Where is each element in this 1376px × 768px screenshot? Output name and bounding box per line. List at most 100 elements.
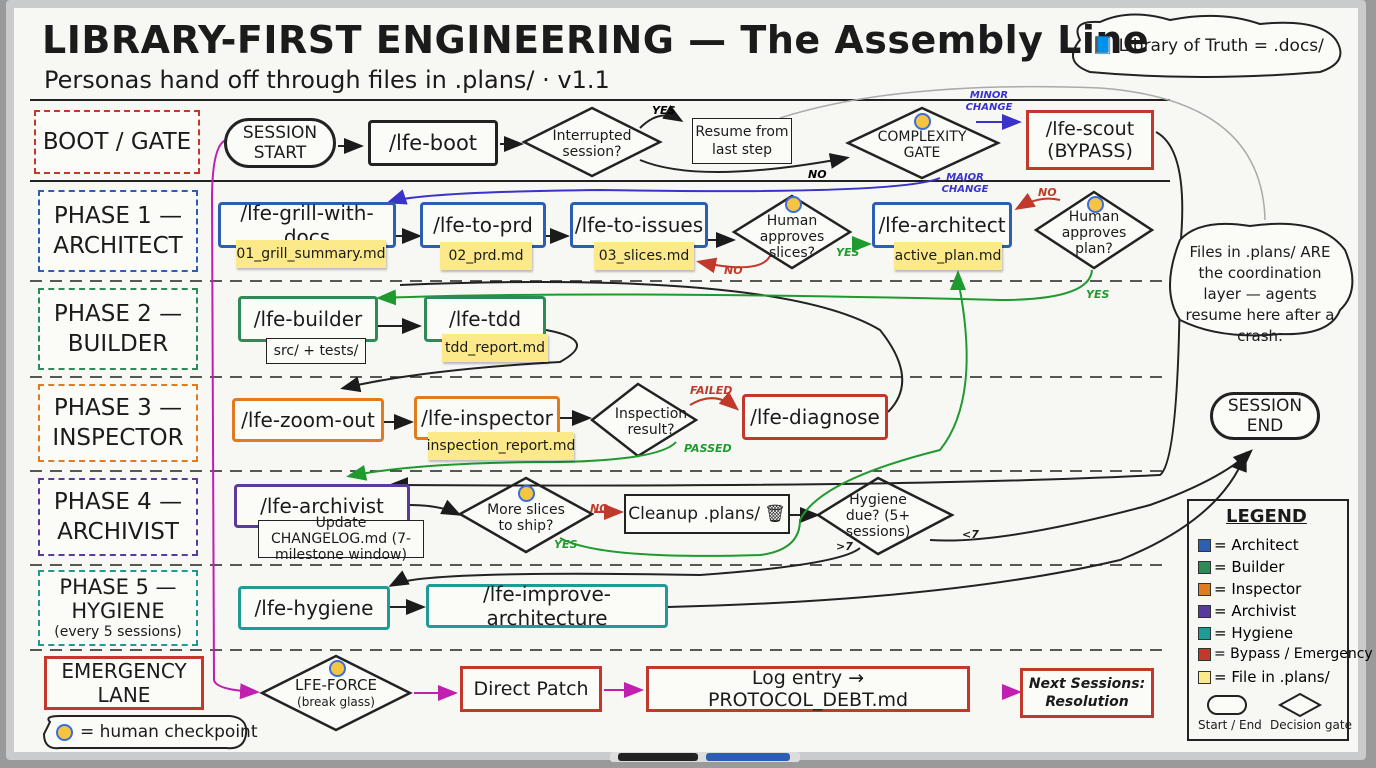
approves-slices-label: Human approves slices?: [759, 213, 825, 261]
lane-phase-5-label: PHASE 5 — HYGIENE: [59, 575, 177, 623]
prd-note: 02_prd.md: [440, 242, 532, 270]
lfe-hygiene-node: /lfe-hygiene: [238, 586, 390, 630]
lane-boot-gate: BOOT / GATE: [34, 110, 200, 174]
library-cloud: 📘 Library of Truth = .docs/: [1092, 36, 1324, 56]
lane-phase-3: PHASE 3 — INSPECTOR: [38, 384, 198, 462]
interrupted-label: Interrupted session?: [552, 128, 632, 160]
lfe-force-label: LFE-FORCE (break glass): [280, 676, 392, 712]
files-note-text: Files in .plans/ ARE the coordination la…: [1185, 243, 1335, 345]
resume-node: Resume from last step: [692, 118, 792, 164]
legend-swatch: [1198, 670, 1211, 684]
human-checkpoint-icon: [329, 660, 346, 677]
lane-phase-4: PHASE 4 — ARCHIVIST: [38, 478, 198, 556]
legend-item-bypass: = Bypass / Emergency: [1198, 646, 1373, 662]
session-end-node: SESSION END: [1210, 392, 1320, 440]
lfe-improve-architecture-node: /lfe-improve-architecture: [426, 582, 668, 630]
builder-output-label: src/ + tests/: [266, 338, 366, 364]
yes-label-slices: YES: [836, 246, 860, 259]
lfe-architect-node: /lfe-architect: [872, 202, 1012, 248]
yes-label-resume: YES: [652, 104, 676, 117]
lfe-boot-node: /lfe-boot: [368, 120, 498, 166]
lane-phase-1: PHASE 1 — ARCHITECT: [38, 190, 198, 272]
no-label-plan: NO: [1038, 186, 1057, 199]
active-plan-note: active_plan.md: [894, 242, 1002, 270]
legend-item-inspector: = Inspector: [1198, 580, 1301, 598]
more-slices-diamond: [457, 476, 595, 554]
lfe-zoom-out-node: /lfe-zoom-out: [232, 398, 384, 442]
human-checkpoint-icon: [1087, 196, 1104, 213]
library-cloud-shape: [1071, 13, 1342, 78]
failed-label: FAILED: [690, 384, 733, 397]
hygiene-due-diamond: [815, 476, 955, 556]
board-subtitle: Personas hand off through files in .plan…: [44, 66, 610, 94]
legend-label: = File in .plans/: [1214, 668, 1330, 686]
legend-label: = Inspector: [1214, 580, 1302, 598]
files-note-cloud: [1169, 222, 1354, 337]
tdd-report-note: tdd_report.md: [442, 334, 548, 362]
board-title: LIBRARY-FIRST ENGINEERING — The Assembly…: [42, 18, 1150, 62]
gt7-label: >7: [836, 540, 853, 553]
lt7-label: <7: [962, 528, 979, 541]
library-cloud-text: Library of Truth = .docs/: [1118, 36, 1324, 56]
yes-label-more-slices: YES: [554, 538, 578, 551]
legend-swatch: [1198, 647, 1211, 661]
lane-emergency: EMERGENCY LANE: [44, 656, 204, 710]
legend-start-end-label: Start / End: [1198, 718, 1262, 732]
human-checkpoint-icon: [56, 724, 73, 741]
inspection-report-note: inspection_report.md: [427, 432, 575, 460]
trash-icon: 🗑: [764, 504, 786, 524]
legend-item-hygiene: = Hygiene: [1198, 624, 1293, 642]
human-checkpoint-icon: [518, 485, 535, 502]
book-icon: 📘: [1092, 36, 1114, 56]
lane-phase-5: PHASE 5 — HYGIENE (every 5 sessions): [38, 570, 198, 646]
major-change-label: MAJOR CHANGE: [941, 172, 989, 195]
legend-item-builder: = Builder: [1198, 558, 1284, 576]
legend-item-archivist: = Archivist: [1198, 602, 1296, 620]
lane-phase-5-sub: (every 5 sessions): [54, 624, 182, 640]
legend-label: = Architect: [1214, 536, 1299, 554]
inspection-result-label: Inspection result?: [614, 406, 688, 438]
yes-label-plan: YES: [1086, 288, 1110, 301]
legend-label: = Hygiene: [1214, 624, 1294, 642]
direct-patch-node: Direct Patch: [460, 666, 602, 712]
legend-label: = Bypass / Emergency: [1214, 646, 1373, 662]
lfe-force-title: LFE-FORCE: [295, 676, 377, 694]
hygiene-due-label: Hygiene due? (5+ sessions): [845, 492, 911, 540]
legend-label: = Archivist: [1214, 602, 1297, 620]
legend-swatch: [1198, 604, 1211, 618]
lane-phase-2: PHASE 2 — BUILDER: [38, 288, 198, 370]
legend-label: = Builder: [1214, 558, 1285, 576]
minor-change-label: MINOR CHANGE: [965, 90, 1013, 113]
human-checkpoint-label: = human checkpoint: [80, 722, 258, 742]
checkpoint-cloud: [42, 715, 248, 750]
legend-swatch: [1198, 582, 1211, 596]
approves-slices-diamond: [731, 194, 853, 270]
lfe-force-sub: (break glass): [297, 695, 375, 709]
passed-label: PASSED: [684, 442, 732, 455]
human-checkpoint-icon: [914, 113, 931, 130]
lfe-scout-node: /lfe-scout (BYPASS): [1026, 110, 1154, 170]
complexity-gate-diamond: [845, 106, 1001, 180]
legend-decision-label: Decision gate: [1270, 718, 1352, 732]
legend-item-architect: = Architect: [1198, 536, 1299, 554]
changelog-label: Update CHANGELOG.md (7-milestone window): [258, 515, 424, 563]
lfe-builder-node: /lfe-builder: [238, 296, 378, 342]
no-label-more-slices: NO: [590, 502, 609, 515]
cleanup-node: Cleanup .plans/ 🗑: [624, 494, 790, 534]
log-entry-node: Log entry → PROTOCOL_DEBT.md: [646, 666, 970, 712]
human-checkpoint-icon: [785, 196, 802, 213]
marker-pen: [618, 753, 698, 761]
more-slices-label: More slices to ship?: [487, 502, 565, 534]
legend-item-file: = File in .plans/: [1198, 668, 1330, 686]
legend-title: LEGEND: [1226, 506, 1307, 527]
legend-swatch: [1198, 626, 1211, 640]
legend-swatch: [1198, 560, 1211, 574]
session-start-node: SESSION START: [224, 118, 336, 168]
cleanup-label: Cleanup .plans/: [628, 504, 761, 524]
lfe-diagnose-node: /lfe-diagnose: [742, 394, 888, 440]
complexity-gate-label: COMPLEXITY GATE: [877, 129, 967, 161]
no-label-gate: NO: [808, 168, 827, 181]
marker-pen: [706, 753, 790, 761]
